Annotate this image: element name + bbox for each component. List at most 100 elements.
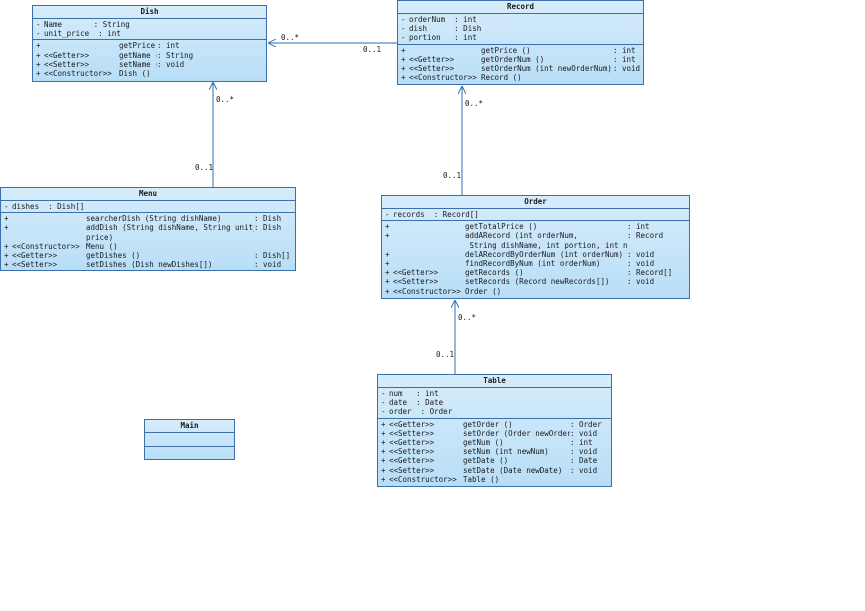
- attribute-text: Name : String: [44, 20, 130, 29]
- class-name: Table: [378, 375, 611, 388]
- class-menu[interactable]: Menu-dishes : Dish[]+searcherDish (Strin…: [0, 187, 296, 271]
- visibility-marker: +: [36, 50, 41, 60]
- visibility-marker: -: [36, 20, 41, 29]
- operations-compartment: +getPrice (int portion): int+<<Getter>>g…: [33, 40, 266, 79]
- stereotype: <<Constructor>>: [44, 69, 112, 79]
- return-type: : void: [570, 428, 598, 438]
- operations-compartment: [145, 447, 234, 460]
- stereotype: <<Setter>>: [409, 64, 455, 74]
- class-table[interactable]: Table-num : int-date : Date-order : Orde…: [377, 374, 612, 487]
- operation-signature: getNum (): [463, 438, 504, 448]
- stereotype: [12, 233, 86, 242]
- operation-signature: getOrder (): [463, 419, 513, 429]
- visibility-marker: +: [385, 286, 390, 296]
- return-type: : int: [570, 438, 593, 448]
- visibility-marker: +: [36, 59, 41, 69]
- operation-row: +<<Constructor>>Dish (): [36, 69, 263, 78]
- multiplicity-record-dish-source: 0..1: [363, 45, 382, 54]
- operation-signature: Dish (): [119, 69, 151, 79]
- visibility-marker: +: [4, 251, 9, 261]
- operation-row: +<<Setter>>setDishes (Dish newDishes[]):…: [4, 260, 292, 269]
- return-type: : Dish: [254, 214, 282, 224]
- class-order[interactable]: Order-records : Record[]+getTotalPrice (…: [381, 195, 690, 299]
- stereotype: <<Getter>>: [12, 251, 58, 261]
- attribute-text: order : Order: [389, 407, 453, 417]
- class-name: Record: [398, 1, 643, 14]
- operation-row: +<<Getter>>getNum (): int: [381, 438, 608, 447]
- multiplicity-table-order-target: 0..*: [458, 313, 477, 322]
- stereotype: [12, 214, 86, 223]
- operation-signature: String dishName, int portion, int num): [465, 240, 628, 250]
- class-record[interactable]: Record-orderNum : int-dish : Dish-portio…: [397, 0, 644, 85]
- visibility-marker: +: [4, 260, 9, 270]
- operations-compartment: +getTotalPrice (): int + addARecord (int o…: [382, 221, 689, 297]
- stereotype: [409, 46, 481, 55]
- attribute-row: -unit_price : int: [36, 29, 263, 38]
- return-type: : void: [157, 59, 185, 69]
- operations-compartment: +searcherDish (String dishName): Dish+ad…: [1, 213, 295, 270]
- attribute-row: -dish : Dish: [401, 24, 640, 33]
- operation-signature: addARecord (int orderNum,: [465, 231, 578, 241]
- stereotype: <<Setter>>: [12, 260, 58, 270]
- stereotype: <<Constructor>>: [12, 241, 80, 251]
- operations-compartment: +<<Getter>>getOrder (): Order+<<Setter>>…: [378, 419, 611, 485]
- return-type: : Date: [570, 456, 598, 466]
- stereotype: [393, 259, 465, 268]
- stereotype: <<Setter>>: [393, 277, 439, 287]
- operation-signature: delARecordByOrderNum (int orderNum): [465, 249, 624, 259]
- operation-row: +findRecordByNum (int orderNum): void: [385, 259, 686, 268]
- stereotype: <<Setter>>: [44, 59, 90, 69]
- operation-signature: getRecords (): [465, 268, 524, 278]
- visibility-marker: +: [4, 241, 9, 251]
- operation-signature: price): [86, 232, 114, 242]
- operation-signature: getOrderNum (): [481, 54, 545, 64]
- operation-row: +<<Constructor>>Order (): [385, 287, 686, 296]
- attributes-compartment: -dishes : Dish[]: [1, 201, 295, 214]
- return-type: : void: [627, 277, 655, 287]
- stereotype: <<Getter>>: [409, 54, 455, 64]
- class-main[interactable]: Main: [144, 419, 235, 460]
- multiplicity-menu-dish-source: 0..1: [195, 163, 214, 172]
- operation-row: +getTotalPrice (): int: [385, 222, 686, 231]
- multiplicity-menu-dish-target: 0..*: [216, 95, 235, 104]
- operation-signature: getPrice (int portion): [119, 41, 156, 51]
- operation-signature: getTotalPrice (): [465, 222, 538, 232]
- operation-row: +<<Getter>>getDishes (): Dish[]: [4, 251, 292, 260]
- stereotype: <<Getter>>: [389, 419, 435, 429]
- operation-row: +<<Setter>>setOrderNum (int newOrderNum)…: [401, 64, 640, 73]
- return-type: : Dish: [254, 223, 282, 233]
- visibility-marker: -: [401, 15, 406, 24]
- visibility-marker: +: [4, 223, 9, 233]
- visibility-marker: -: [385, 210, 390, 219]
- attributes-compartment: -records : Record[]: [382, 209, 689, 222]
- operation-signature: searcherDish (String dishName): [86, 214, 222, 224]
- visibility-marker: +: [401, 64, 406, 74]
- visibility-marker: +: [401, 73, 406, 83]
- stereotype: <<Setter>>: [389, 447, 435, 457]
- visibility-marker: +: [381, 474, 386, 484]
- return-type: : Order: [570, 419, 602, 429]
- return-type: : void: [612, 64, 640, 74]
- attribute-row: -order : Order: [381, 407, 608, 416]
- operation-signature: setDishes (Dish newDishes[]): [86, 260, 213, 270]
- operation-row: +<<Setter>>setNum (int newNum): void: [381, 447, 608, 456]
- stereotype: <<Getter>>: [389, 438, 435, 448]
- return-type: : String: [157, 50, 194, 60]
- class-dish[interactable]: Dish-Name : String-unit_price : int+getP…: [32, 5, 267, 82]
- visibility-marker: +: [381, 447, 386, 457]
- visibility-marker: -: [381, 407, 386, 417]
- attribute-text: date : Date: [389, 398, 444, 408]
- visibility-marker: +: [4, 214, 9, 224]
- visibility-marker: +: [385, 259, 390, 269]
- return-type: : int: [157, 41, 180, 51]
- operation-signature: setNum (int newNum): [463, 447, 549, 457]
- visibility-marker: +: [401, 45, 406, 55]
- operation-row: + searcherDish (String dishName) : Dish: [4, 214, 292, 223]
- operation-row: +getPrice (): int: [401, 46, 640, 55]
- operation-signature: getName (): [119, 50, 157, 60]
- attribute-row: -Name : String: [36, 20, 263, 29]
- visibility-marker: -: [401, 24, 406, 34]
- attribute-row: -date : Date: [381, 398, 608, 407]
- stereotype: <<Constructor>>: [393, 286, 461, 296]
